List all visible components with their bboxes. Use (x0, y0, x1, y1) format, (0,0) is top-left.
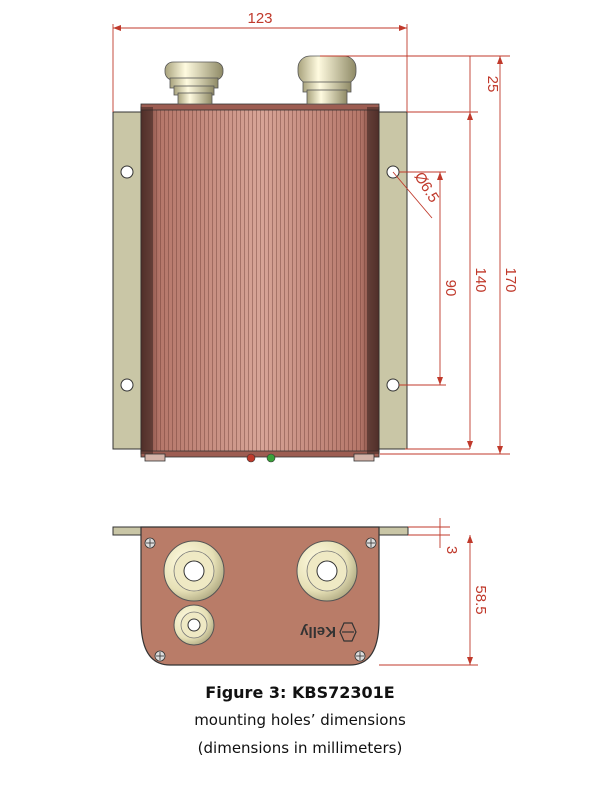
screw-icon (354, 650, 366, 662)
screw-icon (154, 650, 166, 662)
end-view: Kelly 3 58.5 (112, 518, 489, 666)
dim-end-height: 58.5 (472, 585, 489, 614)
figure-caption-subtitle: mounting holes’ dimensions (194, 711, 406, 729)
cable-gland-small (164, 61, 224, 105)
gland-end-large-right (296, 540, 358, 602)
green-led (266, 453, 276, 463)
figure-caption-title: Figure 3: KBS72301E (205, 683, 395, 702)
figure-caption-units: (dimensions in millimeters) (197, 739, 403, 757)
dim-gland-height: 25 (484, 76, 501, 93)
gland-end-large-left (163, 540, 225, 602)
dim-hole-diameter: Ø6.5 (411, 169, 443, 206)
dim-overall-height: 170 (502, 267, 519, 292)
dim-flange-thickness: 3 (443, 546, 460, 554)
top-view: 123 25 170 140 90 Ø6.5 (112, 10, 519, 463)
mounting-hole (386, 378, 400, 392)
dim-body-height: 140 (472, 267, 489, 292)
cable-gland-large (297, 55, 357, 105)
dim-hole-spacing: 90 (442, 280, 459, 297)
dim-width-top: 123 (247, 10, 272, 27)
logo-text: Kelly (299, 623, 336, 640)
red-led (246, 453, 256, 463)
mounting-hole (120, 165, 134, 179)
kelly-logo: Kelly (299, 622, 357, 642)
mounting-hole (120, 378, 134, 392)
gland-end-small (173, 604, 215, 646)
screw-icon (144, 537, 156, 549)
screw-icon (365, 537, 377, 549)
